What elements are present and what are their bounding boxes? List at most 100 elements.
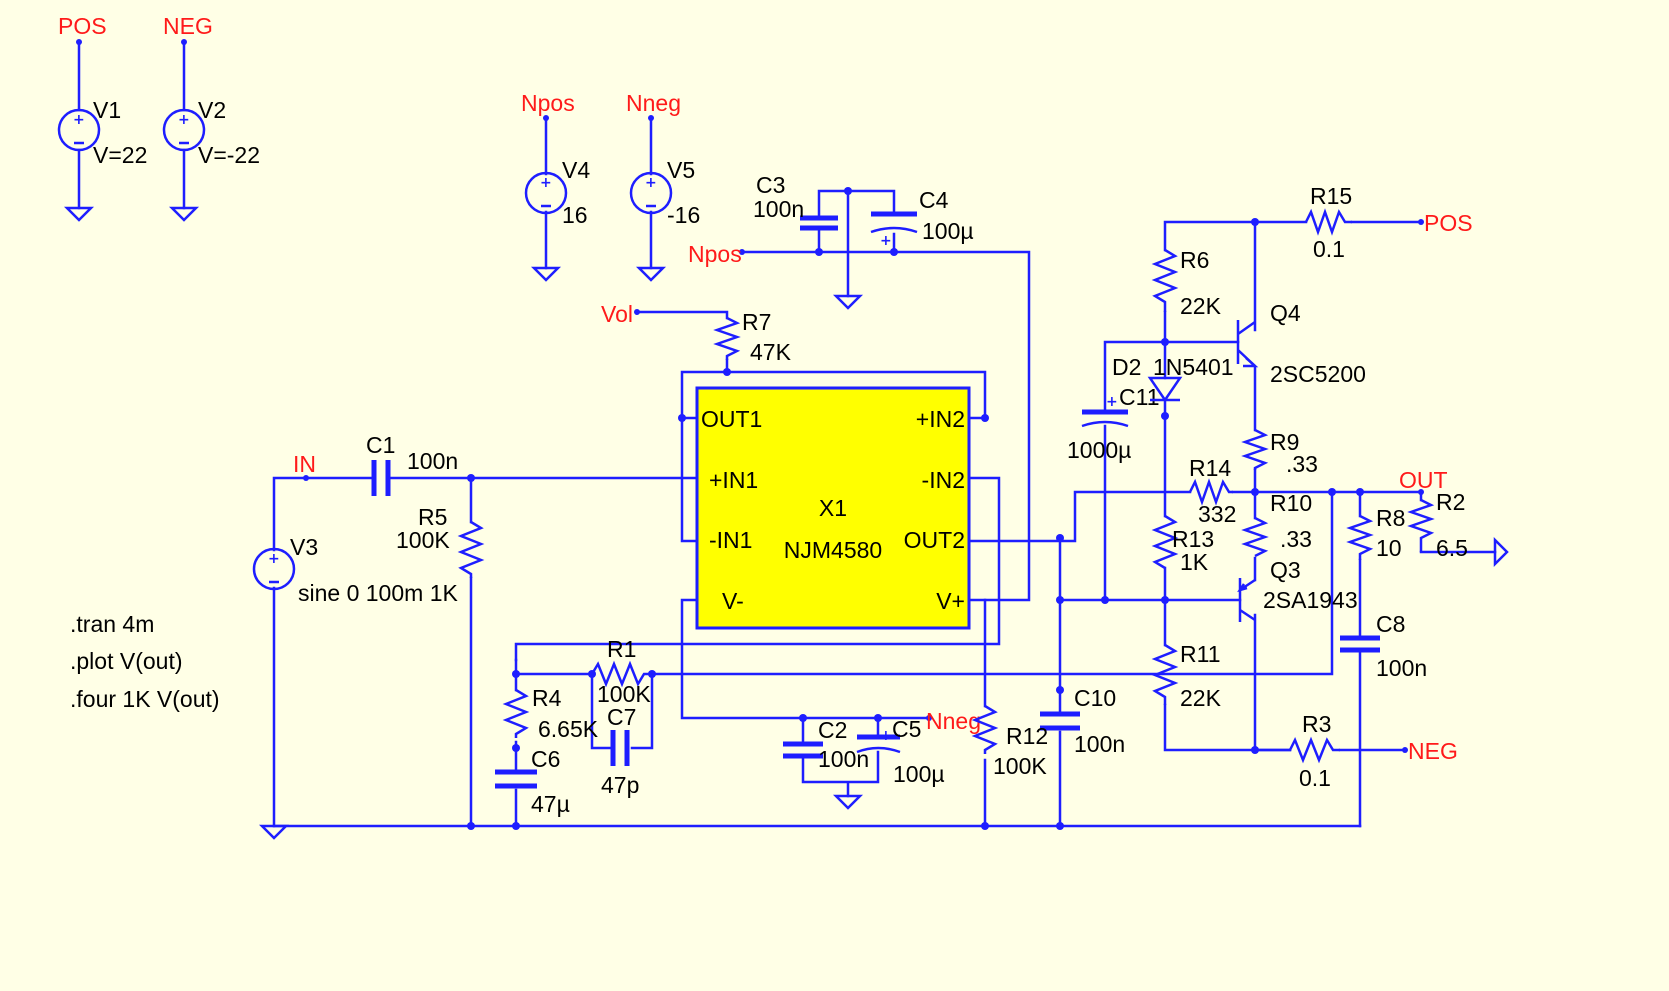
r14-value: 332 bbox=[1198, 501, 1236, 527]
capacitor-c5[interactable]: + C5 100µ bbox=[856, 716, 945, 787]
resistor-r5[interactable]: R5 100K bbox=[396, 504, 485, 578]
r10-value: .33 bbox=[1280, 526, 1312, 552]
capacitor-c7[interactable]: C7 47p bbox=[601, 704, 639, 798]
net-label-npos-c: Npos bbox=[688, 241, 742, 267]
c3-value: 100n bbox=[753, 196, 804, 222]
q3-value: 2SA1943 bbox=[1263, 587, 1358, 613]
v5-name: V5 bbox=[667, 157, 695, 183]
source-v4[interactable]: + V4 16 bbox=[524, 157, 590, 228]
resistor-r7[interactable]: R7 47K bbox=[713, 309, 792, 365]
source-v5[interactable]: + V5 -16 bbox=[629, 157, 700, 228]
r2-value: 6.5 bbox=[1436, 535, 1468, 561]
r4-value: 6.65K bbox=[538, 716, 599, 742]
net-labels: POS NEG Npos Nneg Npos Vol IN POS OUT Nn… bbox=[58, 13, 1473, 764]
resistor-r6[interactable]: R6 22K bbox=[1151, 247, 1222, 319]
junction-dots bbox=[467, 187, 1364, 830]
diode-d2[interactable]: D2 1N5401 bbox=[1112, 354, 1234, 403]
r5-value: 100K bbox=[396, 527, 450, 553]
net-label-nneg-c5: Nneg bbox=[926, 708, 981, 734]
r6-value: 22K bbox=[1180, 293, 1222, 319]
r1-value: 100K bbox=[597, 681, 651, 707]
source-v2[interactable]: + V2 V=-22 bbox=[162, 97, 260, 168]
r9-value: .33 bbox=[1286, 451, 1318, 477]
r6-name: R6 bbox=[1180, 247, 1209, 273]
capacitor-c6[interactable]: C6 47µ bbox=[495, 746, 570, 817]
net-label-neg-r3: NEG bbox=[1408, 738, 1458, 764]
directive-four: .four 1K V(out) bbox=[70, 686, 220, 712]
v5-value: -16 bbox=[667, 202, 700, 228]
resistor-r10[interactable]: R10 .33 bbox=[1241, 490, 1312, 558]
r1-name: R1 bbox=[607, 636, 636, 662]
c8-value: 100n bbox=[1376, 655, 1427, 681]
r8-name: R8 bbox=[1376, 505, 1405, 531]
svg-text:+: + bbox=[540, 175, 552, 191]
svg-text:+: + bbox=[178, 112, 190, 128]
c5-name: C5 bbox=[892, 716, 921, 742]
capacitor-c3[interactable]: C3 100n bbox=[753, 172, 838, 231]
capacitor-c10[interactable]: C10 100n bbox=[1040, 685, 1125, 757]
net-label-vol: Vol bbox=[601, 301, 633, 327]
spice-directives: .tran 4m .plot V(out) .four 1K V(out) bbox=[70, 611, 220, 712]
v1-name: V1 bbox=[93, 97, 121, 123]
capacitor-c11[interactable]: + C11 1000µ bbox=[1067, 384, 1160, 463]
pin-out1: OUT1 bbox=[701, 406, 762, 432]
c3-name: C3 bbox=[756, 172, 785, 198]
net-label-neg: NEG bbox=[163, 13, 213, 39]
source-v1[interactable]: + V1 V=22 bbox=[57, 97, 147, 168]
r12-name: R12 bbox=[1006, 723, 1048, 749]
resistor-r8[interactable]: R8 10 bbox=[1346, 505, 1405, 561]
r13-name: R13 bbox=[1172, 526, 1214, 552]
r14-name: R14 bbox=[1189, 455, 1231, 481]
svg-text:+: + bbox=[268, 551, 280, 567]
c4-name: C4 bbox=[919, 187, 949, 213]
capacitor-c2[interactable]: C2 100n bbox=[783, 717, 869, 772]
resistor-r9[interactable]: R9 .33 bbox=[1241, 428, 1318, 477]
r7-value: 47K bbox=[750, 339, 792, 365]
capacitor-c4[interactable]: + C4 100µ bbox=[870, 187, 974, 249]
svg-text:+: + bbox=[73, 112, 85, 128]
r3-name: R3 bbox=[1302, 711, 1331, 737]
resistor-r1[interactable]: R1 100K bbox=[590, 636, 652, 707]
c11-value: 1000µ bbox=[1067, 437, 1131, 463]
svg-text:+: + bbox=[880, 233, 892, 249]
ground-symbols bbox=[65, 206, 1509, 840]
capacitor-c8[interactable]: C8 100n bbox=[1340, 611, 1427, 681]
resistor-r13[interactable]: R13 1K bbox=[1151, 514, 1214, 575]
resistor-r4[interactable]: R4 6.65K bbox=[502, 685, 599, 742]
v2-value: V=-22 bbox=[198, 142, 260, 168]
svg-text:+: + bbox=[1106, 394, 1118, 410]
c2-name: C2 bbox=[818, 717, 847, 743]
source-v3[interactable]: + V3 sine 0 100m 1K bbox=[252, 534, 458, 606]
r13-value: 1K bbox=[1180, 549, 1209, 575]
v3-name: V3 bbox=[290, 534, 318, 560]
c4-value: 100µ bbox=[922, 218, 974, 244]
resistor-r14[interactable]: R14 332 bbox=[1188, 455, 1236, 527]
opamp-x1[interactable]: OUT1 +IN1 -IN1 V- +IN2 -IN2 OUT2 V+ X1 N… bbox=[695, 386, 971, 630]
q4-name: Q4 bbox=[1270, 300, 1301, 326]
transistor-q3[interactable]: Q3 2SA1943 bbox=[1237, 557, 1358, 622]
c8-name: C8 bbox=[1376, 611, 1405, 637]
resistor-r15[interactable]: R15 0.1 bbox=[1304, 183, 1352, 262]
pin-in2p: +IN2 bbox=[916, 406, 965, 432]
net-label-pos-r15: POS bbox=[1424, 210, 1473, 236]
resistor-r2[interactable]: R2 6.5 bbox=[1407, 489, 1468, 561]
d2-value: 1N5401 bbox=[1153, 354, 1234, 380]
pin-in1p: +IN1 bbox=[709, 467, 758, 493]
c7-value: 47p bbox=[601, 772, 639, 798]
resistor-r3[interactable]: R3 0.1 bbox=[1288, 711, 1340, 791]
r15-name: R15 bbox=[1310, 183, 1352, 209]
r3-value: 0.1 bbox=[1299, 765, 1331, 791]
r11-value: 22K bbox=[1180, 685, 1222, 711]
c10-value: 100n bbox=[1074, 731, 1125, 757]
c6-value: 47µ bbox=[531, 791, 570, 817]
v4-name: V4 bbox=[562, 157, 590, 183]
r15-value: 0.1 bbox=[1313, 236, 1345, 262]
net-label-out: OUT bbox=[1399, 467, 1448, 493]
capacitor-c1[interactable]: C1 100n bbox=[366, 432, 458, 496]
transistor-q4[interactable]: Q4 2SC5200 bbox=[1236, 300, 1366, 387]
net-label-pos: POS bbox=[58, 13, 107, 39]
resistor-r12[interactable]: R12 100K bbox=[971, 704, 1048, 779]
r10-name: R10 bbox=[1270, 490, 1312, 516]
resistor-r11[interactable]: R11 22K bbox=[1151, 641, 1222, 711]
